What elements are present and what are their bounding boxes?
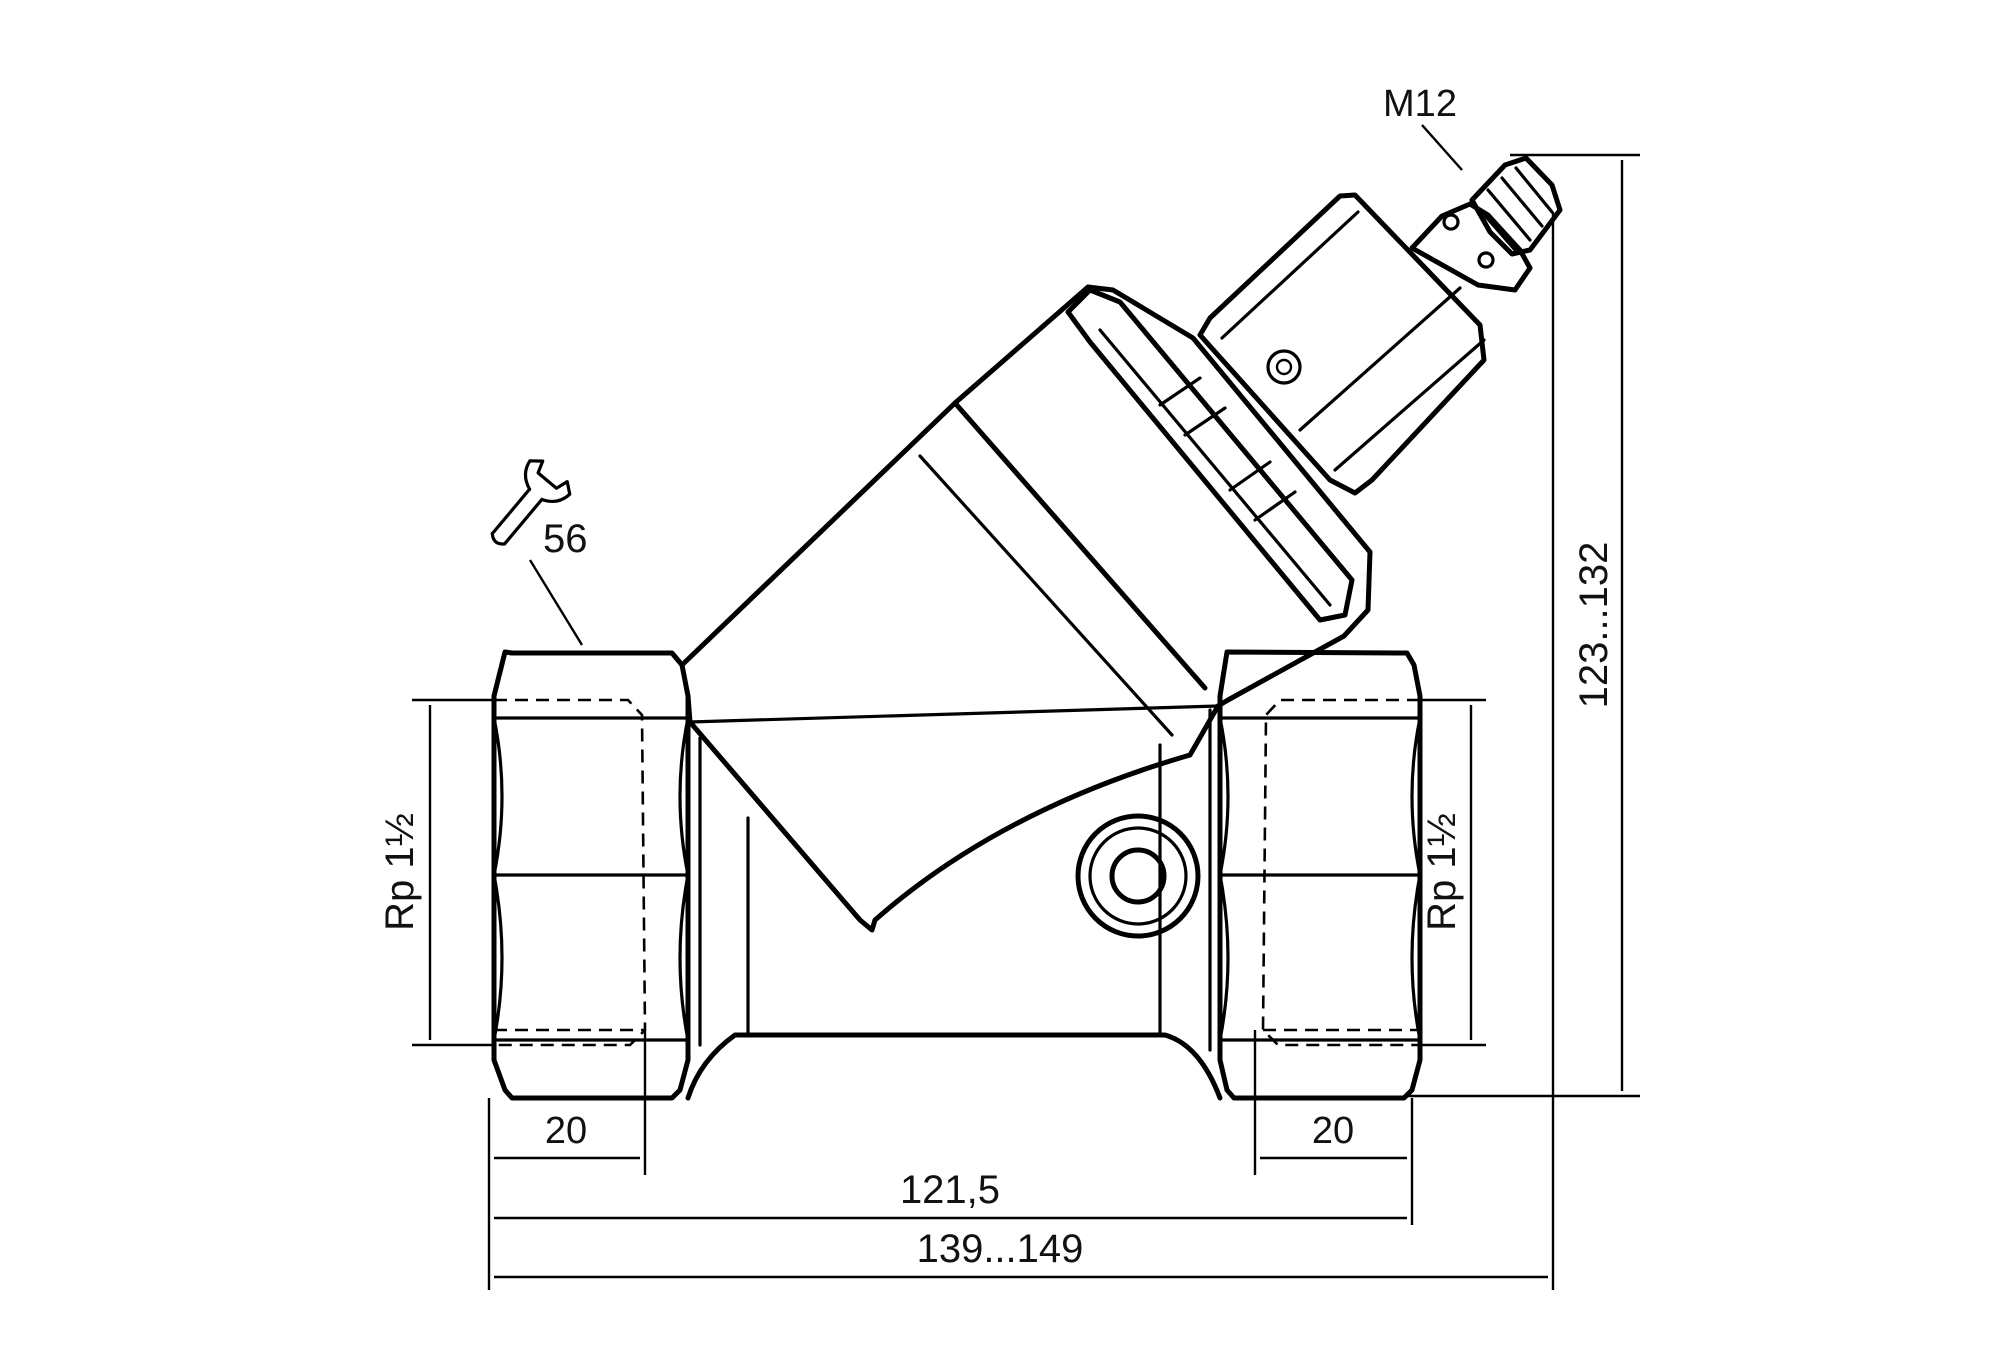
total-height-label: 123...132 xyxy=(1572,542,1616,709)
wrench-icon xyxy=(490,459,572,546)
left-thread-hidden-lines xyxy=(494,698,647,1047)
right-thread-hidden-lines xyxy=(1261,698,1420,1047)
wrench-size-label: 56 xyxy=(543,517,588,561)
thread-depth-right-label: 20 xyxy=(1312,1110,1354,1152)
thread-right-label: Rp 1½ xyxy=(1420,813,1464,931)
connector-label: M12 xyxy=(1383,83,1457,125)
valve-body xyxy=(685,708,1223,1101)
body-length-label: 121,5 xyxy=(900,1168,1000,1212)
sensor-housing xyxy=(679,155,1563,933)
right-hex-nut xyxy=(1217,649,1423,1101)
dimension-labels: M12 56 Rp 1½ Rp 1½ 20 20 121,5 139...149… xyxy=(378,83,1616,1271)
thread-left-label: Rp 1½ xyxy=(378,813,422,931)
total-length-label: 139...149 xyxy=(917,1227,1084,1271)
dimension-lines xyxy=(412,124,1640,1290)
thread-depth-left-label: 20 xyxy=(545,1110,587,1152)
